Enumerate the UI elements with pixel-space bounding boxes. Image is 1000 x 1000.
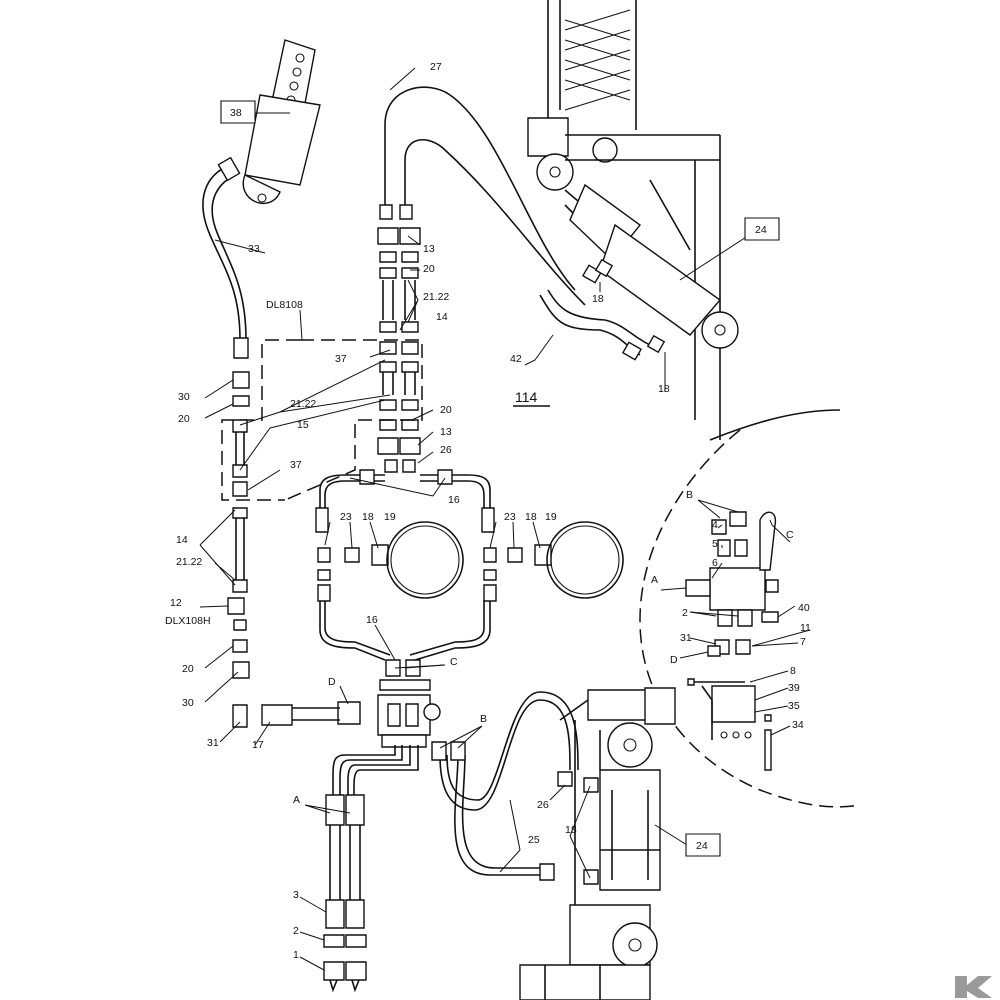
coupling-stack-left <box>228 420 249 678</box>
callout-27: 27 <box>430 61 442 73</box>
callout-20a: 20 <box>423 263 435 275</box>
callout-B-inset: B <box>686 489 693 501</box>
cylinder-38 <box>243 40 320 203</box>
callout-18e: 18 <box>565 824 577 836</box>
callout-16b: 16 <box>366 614 378 626</box>
cylinder-24-bottom <box>520 688 675 1000</box>
callout-26b: 26 <box>537 799 549 811</box>
callout-5: 5 <box>712 538 718 550</box>
tractor-frame-top <box>528 0 840 440</box>
callout-38: 38 <box>230 107 242 119</box>
callout-31a: 31 <box>207 737 219 749</box>
callout-18d: 18 <box>525 511 537 523</box>
callout-dlx108h: DLX108H <box>165 615 211 627</box>
callout-15: 15 <box>297 419 309 431</box>
callout-21-22a: 21.22 <box>423 291 449 303</box>
callout-B-main: B <box>480 713 487 725</box>
coupling-stack-central <box>378 228 420 472</box>
callout-19b: 19 <box>545 511 557 523</box>
callout-20c: 20 <box>440 404 452 416</box>
callout-A-inset: A <box>651 574 658 586</box>
callout-14a: 14 <box>436 311 448 323</box>
callout-12: 12 <box>170 597 182 609</box>
callout-4: 4 <box>712 519 718 531</box>
callout-11: 11 <box>800 622 811 634</box>
hose-loop-16-lower <box>320 600 490 660</box>
brand-logo <box>940 970 1000 1000</box>
callout-14b: 14 <box>176 534 188 546</box>
callout-23a: 23 <box>340 511 352 523</box>
callout-16a: 16 <box>448 494 460 506</box>
callout-18c: 18 <box>362 511 374 523</box>
callout-35: 35 <box>788 700 800 712</box>
ring-assembly-left <box>316 508 463 601</box>
callout-40: 40 <box>798 602 810 614</box>
callout-1: 1 <box>293 949 299 961</box>
callout-25: 25 <box>528 834 540 846</box>
hose-33 <box>203 158 249 406</box>
callout-31-inset: 31 <box>680 632 692 644</box>
inset-valve-detail <box>686 512 778 770</box>
callout-13a: 13 <box>423 243 435 255</box>
callout-34: 34 <box>792 719 804 731</box>
label-box-24-bottom <box>686 834 720 856</box>
callout-D-inset: D <box>670 654 678 666</box>
callout-A-main: A <box>293 794 300 806</box>
callout-42: 42 <box>510 353 522 365</box>
callout-8: 8 <box>790 665 796 677</box>
callout-2-inset: 2 <box>682 607 688 619</box>
cylinder-24-top <box>570 185 738 348</box>
callout-18b: 18 <box>658 383 670 395</box>
callout-24-top: 24 <box>755 224 767 236</box>
hose-42 <box>540 260 664 360</box>
ring-assembly-right <box>482 508 623 601</box>
valve-block-main <box>233 660 440 747</box>
callout-26a: 26 <box>440 444 452 456</box>
pipes-to-A <box>324 745 418 990</box>
callout-3: 3 <box>293 889 299 901</box>
callout-30a: 30 <box>178 391 190 403</box>
callout-D-main: D <box>328 676 336 688</box>
callout-20d: 20 <box>182 663 194 675</box>
hose-25 <box>432 692 598 884</box>
callout-30b: 30 <box>182 697 194 709</box>
callout-24-bottom: 24 <box>696 840 708 852</box>
callout-7: 7 <box>800 636 806 648</box>
callout-C-main: C <box>450 656 458 668</box>
hose-27 <box>380 87 585 305</box>
leader-lines <box>200 68 810 970</box>
callout-C-inset: C <box>786 529 794 541</box>
callout-21-22b: 21.22 <box>290 398 316 410</box>
callout-20b: 20 <box>178 413 190 425</box>
brand-logo-icon <box>955 976 992 998</box>
callout-37a: 37 <box>335 353 347 365</box>
callout-39: 39 <box>788 682 800 694</box>
callout-dl8108: DL8108 <box>266 299 303 311</box>
callout-17: 17 <box>252 739 264 751</box>
label-box-24-top <box>745 218 779 240</box>
callout-6: 6 <box>712 557 718 569</box>
callout-37b: 37 <box>290 459 302 471</box>
callout-21-22c: 21.22 <box>176 556 202 568</box>
label-box-38 <box>221 101 255 123</box>
callout-18a: 18 <box>592 293 604 305</box>
callout-labels: 38 33 27 24 DL8108 13 20 21.22 14 37 30 … <box>165 61 811 961</box>
callout-19a: 19 <box>384 511 396 523</box>
callout-33: 33 <box>248 243 260 255</box>
group-number: 114 <box>515 389 538 405</box>
callout-23b: 23 <box>504 511 516 523</box>
callout-2: 2 <box>293 925 299 937</box>
callout-13b: 13 <box>440 426 452 438</box>
